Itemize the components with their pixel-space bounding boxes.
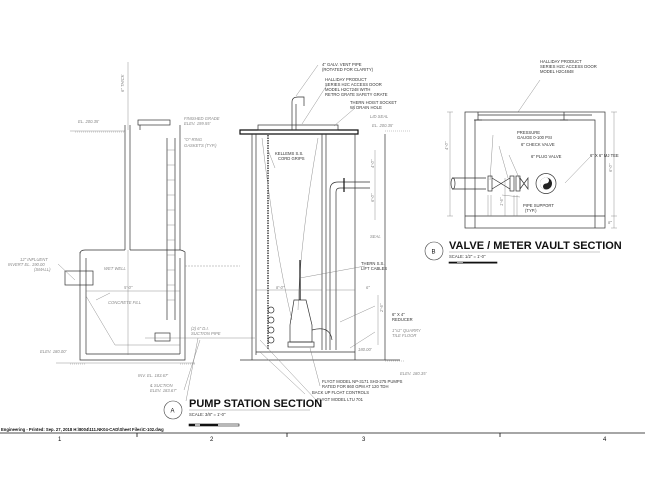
grid-number-2: 2 [210,437,214,443]
valve-vault-title: VALVE / METER VAULT SECTION [449,240,622,252]
print-info: Engineering - Printed: Sep. 27, 2018 H:\… [1,427,164,432]
label-vent-pipe: 4" GALV. VENT PIPE [322,62,362,67]
label-reducer: 6" X 4" [392,312,405,317]
valve-vault-scale: SCALE: 1/2" = 1'-0" [449,254,486,259]
label-vent-pipe-2: (ROTATED FOR CLARITY) [322,67,374,72]
label-seal: SEAL [370,234,381,239]
label-suction-cl-2: ELEV. 183.67' [150,388,177,393]
label-access-door-2: SERIES H2C ACCESS DOOR [325,82,382,87]
label-cord-grips: KELLEMS S.S. [275,151,303,156]
label-vault-dim-h: 4'-0" [444,141,449,150]
label-dim-d: 8'-0" [276,285,285,290]
label-influent-2: INVERT EL. 190.00 [8,262,45,267]
label-vault-door: HALLIDAY PRODUCT [540,59,582,64]
pump-chamber-drawing [239,96,410,362]
grid-number-1: 1 [58,437,62,443]
label-suction-2: SUCTION PIPE [191,331,221,336]
label-lift-cables: THERN S.S. [361,261,385,266]
leader-lines [57,64,591,402]
label-inv-el: INV. EL. 183.67' [138,373,168,378]
label-suction-cl: ℄ SUCTION [150,383,174,388]
label-dim-a: 4'-0" [370,159,375,168]
label-flygt: FLYGT MODEL LTU 701 [317,397,364,402]
label-vault-dim-pipe: 1'-6" [499,197,504,206]
section-marker-b [424,241,444,261]
label-lift-cables-2: LIFT CABLES [361,266,387,271]
label-pumps: FLYGT MODEL NP-3171 SH3-275 PUMPS [322,379,403,384]
section-marker-a [163,400,183,420]
label-check-valve: 6" CHECK VALVE [521,142,555,147]
label-concrete-fill: CONCRETE FILL [108,300,142,305]
label-support: PIPE SUPPORT [523,203,554,208]
label-vault-door-3: MODEL H2C4848 [540,69,574,74]
pump-station-labels: 6" THICK EL. 200.35' FINISHED GRADE ELEV… [8,62,427,402]
label-hoist-2: W/ DRAIN HOLE [350,105,382,110]
label-access-door-3: MODEL H2C7248 WITH [325,87,370,92]
label-influent: 12" INFLUENT [20,257,48,262]
label-finished-grade-elev: ELEV. 199.55' [184,121,211,126]
label-support-2: (TYP.) [525,208,537,213]
label-wet-well: WET WELL [104,266,127,271]
label-access-door-4: RETRO GRATE SAFETY GRATE [325,92,388,97]
label-hoist: THERN HOIST SOCKET [350,100,397,105]
sheet-footer: Engineering - Printed: Sep. 27, 2018 H:\… [0,427,645,443]
label-quarry-tile-2: TILE FLOOR [392,333,416,338]
label-dim-c: 5'-0" [124,285,133,290]
label-floor-elev: 180.00' [358,347,372,352]
wet-well-drawing [56,62,255,365]
label-dim-e: 6" [366,285,370,290]
label-cord-grips-2: CORD GRIPS [278,156,305,161]
label-suction: (2) 6" D.I. [191,326,209,331]
valve-vault-labels: HALLIDAY PRODUCT SERIES H2C ACCESS DOOR … [444,59,619,225]
label-quarry-tile: 1"x1" QUARRY [392,328,422,333]
label-plug-valve: 6" PLUG VALVE [531,154,562,159]
pump-station-title: PUMP STATION SECTION [189,398,322,410]
grid-number-4: 4 [603,437,607,443]
grid-number-3: 3 [362,437,366,443]
label-gaskets-2: GASKETS (TYP.) [184,143,217,148]
label-lid-seal: LID SEAL [370,114,389,119]
label-thick: 6" THICK [120,74,125,92]
pump-station-title-block: A PUMP STATION SECTION SCALE: 3/8" = 1'-… [163,398,322,427]
label-influent-3: (SMALL) [34,267,51,272]
label-pumps-2: RATED FOR 860 GPM AT 120 TDH [322,384,388,389]
label-vault-dim-slab: 8" [608,220,612,225]
valve-vault-scale-bar [448,261,498,264]
label-tee: 6" X 6" MJ TEE [590,153,619,158]
label-dim-f: 2'-6" [379,303,384,313]
section-marker-b-letter: B [432,250,436,256]
label-access-door: HALLIDAY PRODUCT [325,77,367,82]
section-marker-a-letter: A [171,409,175,415]
label-dim-b: 6'-0" [370,193,375,202]
label-vault-dim-total: 6'-0" [608,163,613,172]
label-elev-right: ELEV. 180.35' [400,371,427,376]
label-reducer-2: REDUCER [392,317,413,322]
label-finished-grade: FINISHED GRADE [184,116,220,121]
pump-station-scale-bar [188,423,240,427]
label-gauge: PRESSURE [517,130,540,135]
label-gaskets: "O"-RING [184,137,203,142]
label-vault-door-2: SERIES H2C ACCESS DOOR [540,64,597,69]
label-el-top: EL. 200.35' [78,119,99,124]
label-float: BACK UP FLOAT CONTROLS [312,390,369,395]
valve-vault-title-block: B VALVE / METER VAULT SECTION SCALE: 1/2… [424,240,622,264]
label-gauge-2: GAUGE 0-100 PSI [517,135,552,140]
label-elev-left: ELEV. 180.00' [40,349,67,354]
pump-station-scale: SCALE: 3/8" = 1'-0" [189,412,226,417]
valve-vault-drawing [447,111,617,229]
label-el-right: EL. 200.35' [372,123,393,128]
